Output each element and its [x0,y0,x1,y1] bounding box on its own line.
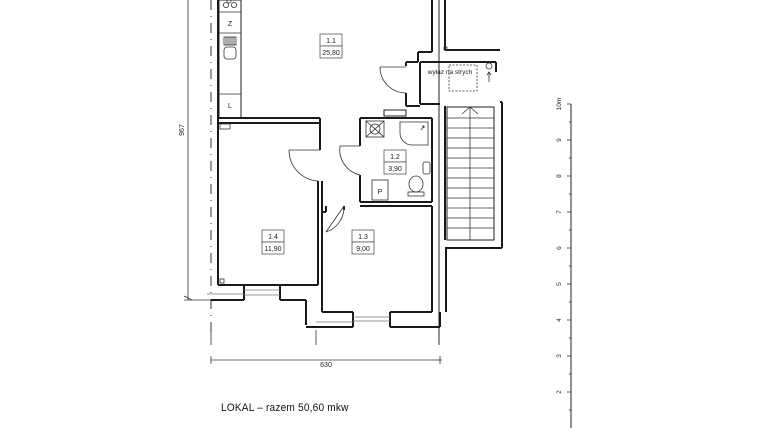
room-label-1-1: 1.1 25,80 [319,33,343,59]
svg-text:1.2: 1.2 [390,154,400,161]
height-dimension-label: 967 [179,124,186,136]
scale-unit-label: 10m [556,98,563,111]
room-label-1-2: 1.2 3,90 [383,149,407,175]
svg-text:6: 6 [556,246,563,250]
window-room-1-3 [306,312,441,328]
ladder-icon [485,62,493,70]
svg-text:7: 7 [556,210,563,214]
bathtub-icon [399,121,429,146]
vertical-dimension: 967 [179,0,212,301]
svg-text:1.4: 1.4 [268,234,278,241]
door-room-1-4 [288,149,320,182]
svg-text:4: 4 [556,318,563,322]
shower-icon [365,120,385,138]
stove-burner-icon [222,2,229,8]
total-area-label: LOKAL – razem 50,60 mkw [221,402,349,414]
svg-text:9,00: 9,00 [356,246,370,253]
room-1-4-walls [217,117,321,286]
washer-label: P [378,189,383,196]
stair-direction-arrow [461,106,479,115]
scale-bar: 10m 9 8 7 6 5 4 3 2 [556,98,572,428]
toilet-icon [408,175,424,193]
svg-text:11,90: 11,90 [265,246,282,253]
kitchen-counter: Z L [218,0,242,119]
attic-exit-label: wyłaz na strych [427,69,473,76]
svg-text:1.3: 1.3 [358,234,368,241]
horizontal-dimension: 630 [210,330,442,369]
svg-text:9: 9 [556,138,563,142]
room-label-1-3: 1.3 9,00 [351,229,375,255]
sink-icon [223,36,237,60]
room-label-1-4: 1.4 11,90 [261,229,285,255]
radiator-icon [219,123,231,130]
stove-burner-icon [230,2,237,8]
door-room-1-3 [325,205,345,233]
svg-text:25,80: 25,80 [322,50,340,57]
staircase [444,101,503,312]
svg-text:2: 2 [556,390,563,394]
kitchen-unit-label: L [228,103,232,110]
svg-text:3: 3 [556,354,563,358]
svg-text:1.1: 1.1 [326,38,336,45]
attic-hatch [448,64,478,92]
washing-machine-icon [371,179,389,201]
svg-text:5: 5 [556,282,563,286]
width-dimension-label: 630 [320,362,332,369]
svg-text:8: 8 [556,174,563,178]
door-bathroom [339,145,361,176]
room-1-3-walls [322,206,433,313]
fridge-label: Z [228,21,233,28]
svg-text:3,90: 3,90 [388,166,402,173]
washbasin-icon [422,161,431,175]
window-room-1-4 [207,285,307,325]
bathroom-1-2: P [359,109,433,207]
stove-burner-icon [226,0,232,4]
entrance-door [379,66,407,94]
